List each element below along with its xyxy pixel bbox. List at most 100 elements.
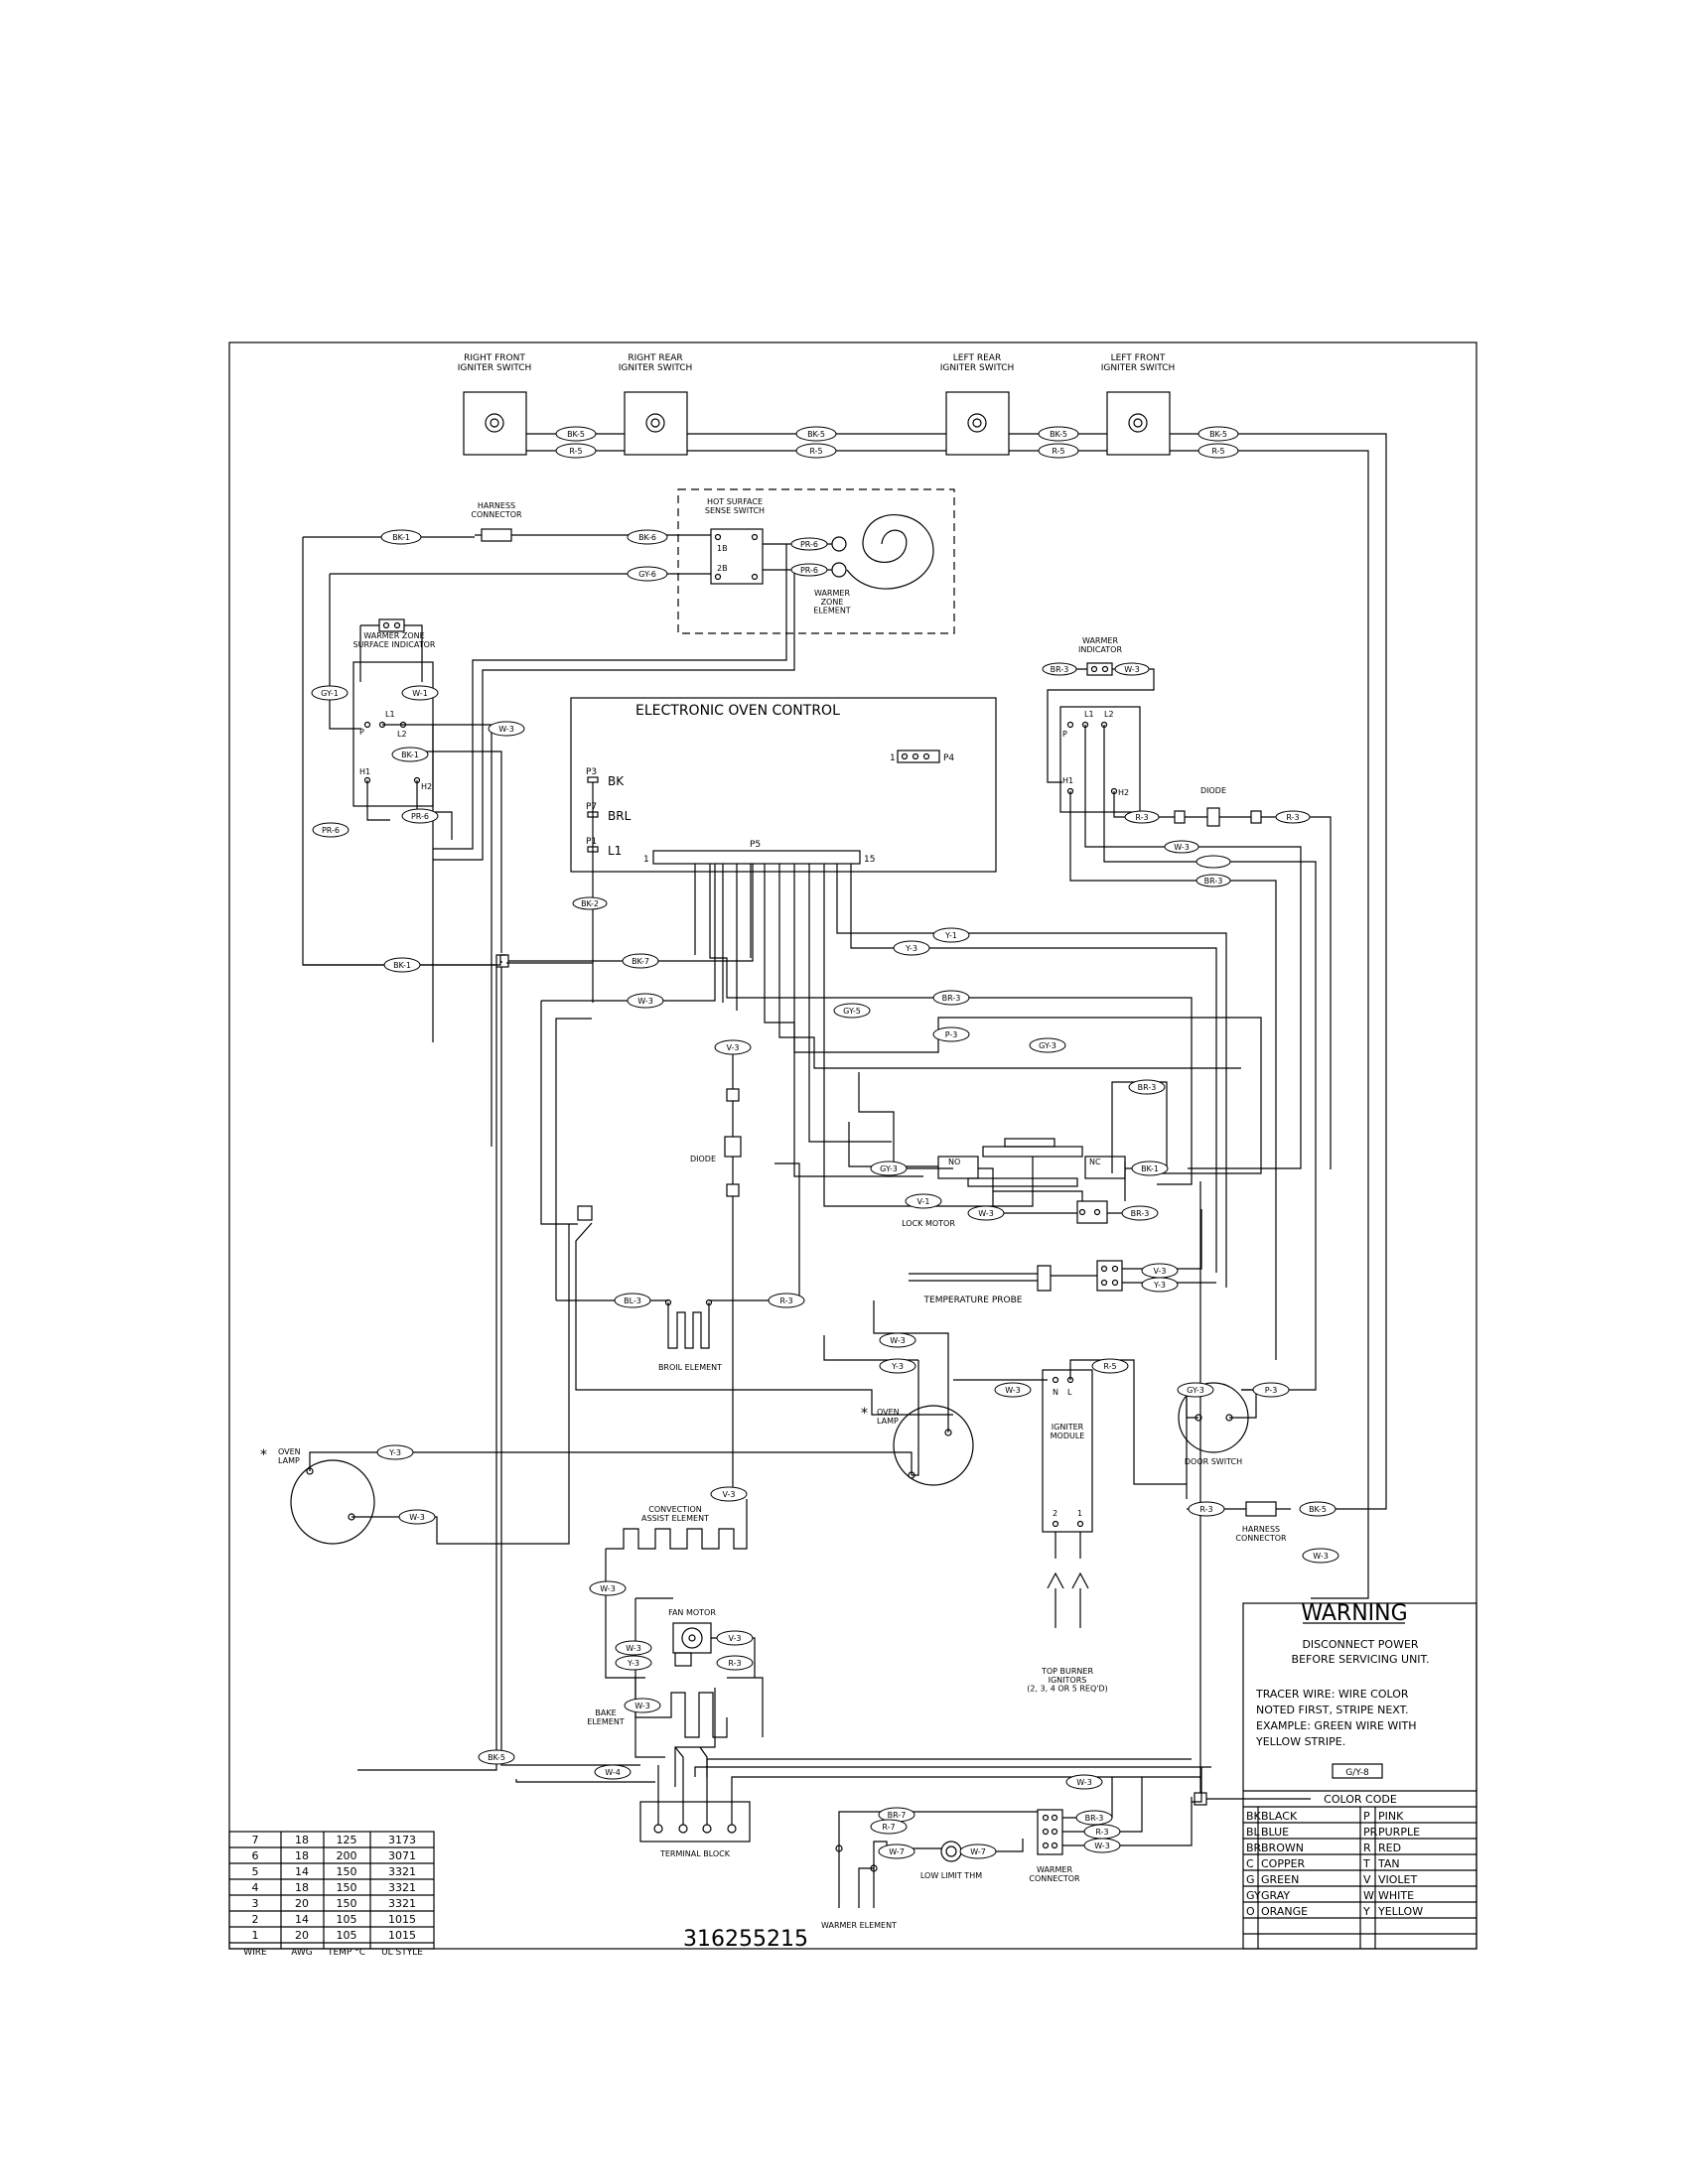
- svg-text:W-3: W-3: [1124, 665, 1140, 674]
- svg-text:BK-5: BK-5: [1309, 1505, 1327, 1514]
- svg-text:W-3: W-3: [637, 997, 653, 1006]
- harness-connector-right: [1245, 1501, 1277, 1517]
- wire-table-cell: 3321: [388, 1865, 416, 1878]
- lock-motor: [937, 1156, 979, 1179]
- label-terminal-block: TERMINAL BLOCK: [659, 1849, 731, 1858]
- label-fan-motor: FAN MOTOR: [668, 1608, 716, 1617]
- svg-text:BK-7: BK-7: [632, 957, 649, 966]
- pin-p3: P3: [586, 767, 597, 777]
- color-code-cell: COPPER: [1261, 1857, 1306, 1870]
- diagram-border: [228, 341, 1477, 1950]
- svg-text:BK-1: BK-1: [393, 961, 411, 970]
- svg-text:BK-5: BK-5: [488, 1753, 505, 1762]
- svg-text:W-3: W-3: [1005, 1386, 1021, 1395]
- color-code-cell: T: [1362, 1857, 1370, 1870]
- svg-text:Y-3: Y-3: [388, 1448, 401, 1457]
- wire-table-cell: 200: [337, 1849, 357, 1862]
- svg-text:W-3: W-3: [498, 725, 514, 734]
- color-code-cell: BK: [1246, 1810, 1262, 1823]
- color-code-cell: P: [1363, 1810, 1370, 1823]
- wire-table-cell: 1: [252, 1929, 259, 1942]
- wire-table-header: WIRE: [243, 1948, 267, 1958]
- svg-text:R-3: R-3: [1095, 1828, 1108, 1837]
- wire-table-cell: 14: [295, 1865, 309, 1878]
- pin-wi-p: P: [1062, 730, 1067, 739]
- warmer-element: [838, 1848, 875, 1908]
- svg-text:R-5: R-5: [569, 447, 582, 456]
- pin-lock-no: NO: [948, 1158, 960, 1166]
- wire-table-cell: 3173: [388, 1834, 416, 1846]
- color-code-cell: BR: [1246, 1842, 1262, 1854]
- wire-table-cell: 7: [252, 1834, 259, 1846]
- asterisk-left: *: [260, 1447, 267, 1463]
- wire-table-header: TEMP °C: [327, 1948, 365, 1958]
- svg-text:BL-3: BL-3: [624, 1297, 641, 1305]
- rf-igniter-switch: [463, 391, 527, 456]
- color-code-cell: RED: [1378, 1842, 1401, 1854]
- color-code-cell: BROWN: [1261, 1842, 1304, 1854]
- wire-table-cell: 1015: [388, 1929, 416, 1942]
- label-warmer-element: WARMER ELEMENT: [821, 1921, 897, 1930]
- warmer-indicator: [1059, 706, 1141, 813]
- svg-text:W-3: W-3: [890, 1336, 906, 1345]
- svg-text:Y-1: Y-1: [944, 931, 957, 940]
- svg-text:W-3: W-3: [1076, 1778, 1092, 1787]
- wire-table-cell: 6: [252, 1849, 259, 1862]
- rr-igniter-switch: [624, 391, 688, 456]
- label-lock-motor: LOCK MOTOR: [902, 1219, 955, 1228]
- svg-text:BR-3: BR-3: [942, 994, 961, 1003]
- tracer-line1: TRACER WIRE: WIRE COLOR: [1255, 1688, 1409, 1701]
- color-code-cell: PINK: [1378, 1810, 1404, 1823]
- oven-lamp-left: [290, 1459, 375, 1545]
- svg-text:BR-3: BR-3: [1204, 877, 1223, 886]
- wire-table-cell: 1015: [388, 1913, 416, 1926]
- svg-text:BR-7: BR-7: [888, 1811, 907, 1820]
- svg-text:W-3: W-3: [409, 1513, 425, 1522]
- color-code-cell: GREEN: [1261, 1873, 1299, 1886]
- pin-p5-last: 15: [864, 855, 875, 865]
- pin-hs-2b: 2B: [717, 564, 728, 573]
- wire-table-cell: 150: [337, 1897, 357, 1910]
- svg-text:BR-3: BR-3: [1051, 665, 1069, 674]
- wire-table-cell: 5: [252, 1865, 259, 1878]
- pin-p1: P1: [586, 837, 597, 847]
- svg-text:R-5: R-5: [1052, 447, 1064, 456]
- temperature-probe: [909, 1273, 1038, 1282]
- color-code-cell: VIOLET: [1378, 1873, 1418, 1886]
- svg-text:GY-1: GY-1: [321, 689, 339, 698]
- color-code-title: COLOR CODE: [1324, 1793, 1397, 1806]
- svg-text:V-3: V-3: [723, 1490, 736, 1499]
- pin-p5: P5: [750, 840, 761, 850]
- svg-text:R-3: R-3: [1199, 1505, 1212, 1514]
- wire-table-cell: 3321: [388, 1897, 416, 1910]
- label-door-switch: DOOR SWITCH: [1185, 1457, 1242, 1466]
- svg-text:GY-3: GY-3: [1039, 1041, 1056, 1050]
- svg-text:V-1: V-1: [917, 1197, 930, 1206]
- pin-p1-name: L1: [608, 844, 622, 858]
- svg-text:Y-3: Y-3: [1153, 1281, 1166, 1290]
- svg-text:BK-5: BK-5: [1050, 430, 1067, 439]
- tracer-line3: EXAMPLE: GREEN WIRE WITH: [1256, 1719, 1417, 1732]
- pin-wi-l1: L1: [1084, 710, 1094, 719]
- wire-table-cell: 18: [295, 1849, 309, 1862]
- warmer-connector: [1037, 1809, 1063, 1855]
- wire-table-cell: 3071: [388, 1849, 416, 1862]
- warning-line2: BEFORE SERVICING UNIT.: [1292, 1653, 1430, 1666]
- svg-text:Y-3: Y-3: [905, 944, 917, 953]
- color-code-cell: W: [1363, 1889, 1374, 1902]
- wire-table-cell: 20: [295, 1897, 309, 1910]
- svg-text:PR-6: PR-6: [411, 812, 429, 821]
- pin-ind-l2: L2: [397, 730, 407, 739]
- svg-text:R-5: R-5: [1211, 447, 1224, 456]
- color-code-cell: O: [1246, 1905, 1255, 1918]
